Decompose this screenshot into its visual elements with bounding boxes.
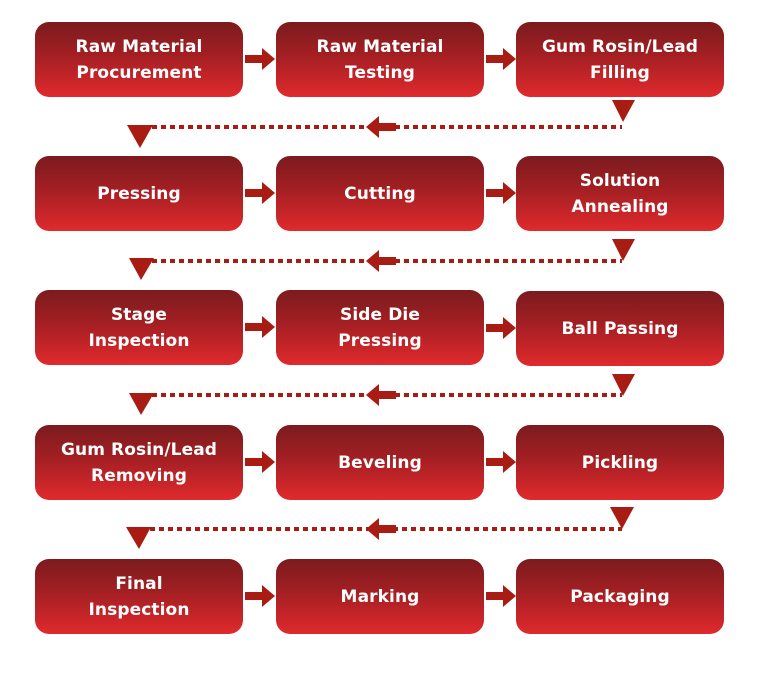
step-label: Pressing xyxy=(97,183,181,204)
triangle-down-icon xyxy=(129,393,154,415)
step-marking: Marking xyxy=(276,559,484,634)
step-label: Solution Annealing xyxy=(571,170,669,217)
step-label: Final Inspection xyxy=(88,573,190,620)
triangle-down-icon xyxy=(612,239,635,261)
arrow-right-icon xyxy=(486,182,516,204)
return-connector-4 xyxy=(126,507,634,549)
triangle-down-icon xyxy=(127,125,153,148)
step-label: Gum Rosin/Lead Filling xyxy=(541,36,699,83)
step-beveling: Beveling xyxy=(276,425,484,500)
step-cutting: Cutting xyxy=(276,156,484,231)
step-raw-material-testing: Raw Material Testing xyxy=(276,22,484,97)
step-label: Beveling xyxy=(338,452,422,473)
triangle-down-icon xyxy=(129,258,154,280)
step-label: Raw Material Testing xyxy=(316,36,444,83)
step-stage-inspection: Stage Inspection xyxy=(35,290,243,365)
step-side-die-pressing: Side Die Pressing xyxy=(276,290,484,365)
arrow-left-icon xyxy=(366,518,396,540)
step-label: Gum Rosin/Lead Removing xyxy=(60,439,218,486)
arrow-left-icon xyxy=(366,116,396,138)
step-label: Packaging xyxy=(570,586,670,607)
arrow-right-icon xyxy=(245,48,275,70)
triangle-down-icon xyxy=(610,507,634,529)
step-label: Cutting xyxy=(344,183,416,204)
arrow-left-icon xyxy=(366,250,396,272)
triangle-down-icon xyxy=(612,100,635,122)
triangle-down-icon xyxy=(612,374,635,396)
step-pressing: Pressing xyxy=(35,156,243,231)
step-label: Pickling xyxy=(581,452,659,473)
step-gum-rosin-lead-filling: Gum Rosin/Lead Filling xyxy=(516,22,724,97)
step-label: Raw Material Procurement xyxy=(75,36,203,83)
arrow-right-icon xyxy=(245,585,275,607)
arrow-right-icon xyxy=(245,182,275,204)
arrow-right-icon xyxy=(486,317,516,339)
arrow-right-icon xyxy=(486,48,516,70)
arrow-right-icon xyxy=(245,451,275,473)
step-label: Ball Passing xyxy=(561,318,679,339)
arrow-right-icon xyxy=(245,316,275,338)
step-ball-passing: Ball Passing xyxy=(516,291,724,366)
return-connector-3 xyxy=(129,374,635,415)
step-gum-rosin-lead-removing: Gum Rosin/Lead Removing xyxy=(35,425,243,500)
return-connector-1 xyxy=(127,100,635,148)
arrow-right-icon xyxy=(486,585,516,607)
step-solution-annealing: Solution Annealing xyxy=(516,156,724,231)
step-packaging: Packaging xyxy=(516,559,724,634)
step-label: Side Die Pressing xyxy=(338,304,422,351)
return-connector-2 xyxy=(129,239,635,280)
step-final-inspection: Final Inspection xyxy=(35,559,243,634)
arrow-left-icon xyxy=(366,384,396,406)
triangle-down-icon xyxy=(126,527,151,549)
step-pickling: Pickling xyxy=(516,425,724,500)
step-label: Marking xyxy=(340,586,420,607)
step-label: Stage Inspection xyxy=(88,304,190,351)
arrow-right-icon xyxy=(486,451,516,473)
step-raw-material-procurement: Raw Material Procurement xyxy=(35,22,243,97)
